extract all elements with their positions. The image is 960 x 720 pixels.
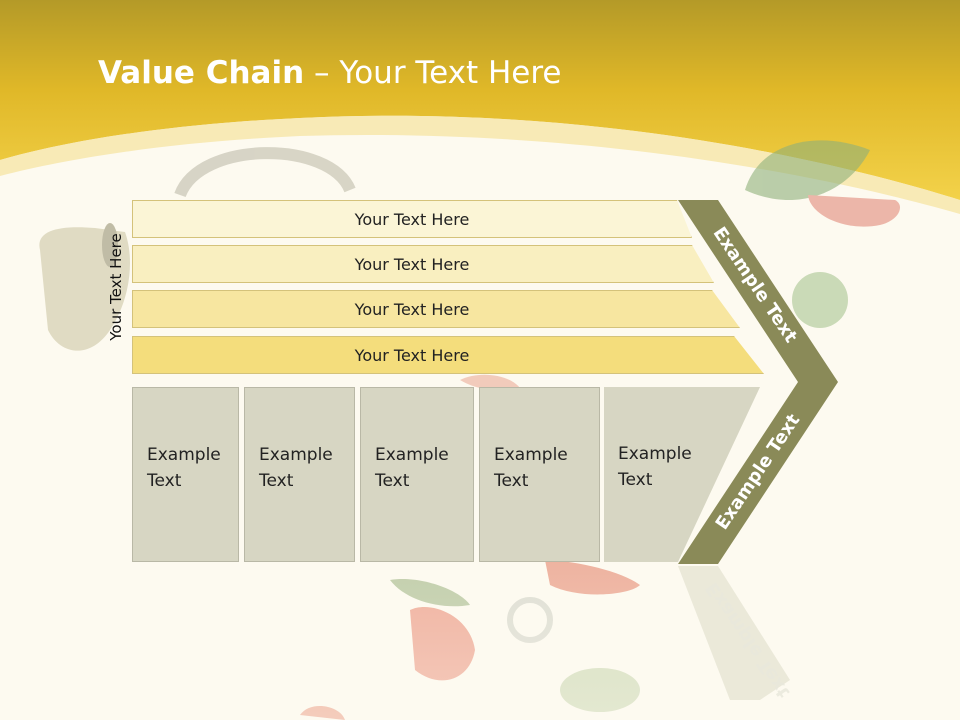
title-bold: Value Chain: [98, 55, 305, 91]
bar-1-label: Your Text Here: [354, 209, 470, 229]
box-1-line1: Example: [147, 445, 221, 465]
example-box-4: Example Text: [479, 387, 600, 562]
box-1-line2: Text: [147, 471, 182, 491]
box-3-line2: Text: [375, 471, 410, 491]
box-2-line1: Example: [259, 445, 333, 465]
side-label: Your Text Here: [107, 233, 125, 341]
box-5-line2: Text: [618, 470, 653, 490]
decor-leaves: [745, 140, 900, 328]
bar-3: Your Text Here: [132, 290, 740, 328]
bar-1: Your Text Here: [132, 200, 692, 238]
title-rest: – Your Text Here: [304, 55, 562, 91]
box-4-line2: Text: [494, 471, 529, 491]
box-2-line2: Text: [259, 471, 294, 491]
chevron-arrow: [678, 200, 838, 564]
box-4-line1: Example: [494, 445, 568, 465]
example-box-3: Example Text: [360, 387, 474, 562]
bar-3-label: Your Text Here: [354, 299, 470, 319]
box-3-line1: Example: [375, 445, 449, 465]
bar-4: Your Text Here: [132, 336, 764, 374]
box-5-line1: Example: [618, 444, 692, 464]
chevron-reflection: [678, 566, 790, 700]
decor-bottle: [39, 147, 356, 351]
example-box-1: Example Text: [132, 387, 239, 562]
slide-title: Value Chain – Your Text Here: [98, 55, 561, 91]
example-box-2: Example Text: [244, 387, 355, 562]
bar-2-label: Your Text Here: [354, 254, 470, 274]
bar-4-label: Your Text Here: [354, 345, 470, 365]
bar-2: Your Text Here: [132, 245, 714, 283]
